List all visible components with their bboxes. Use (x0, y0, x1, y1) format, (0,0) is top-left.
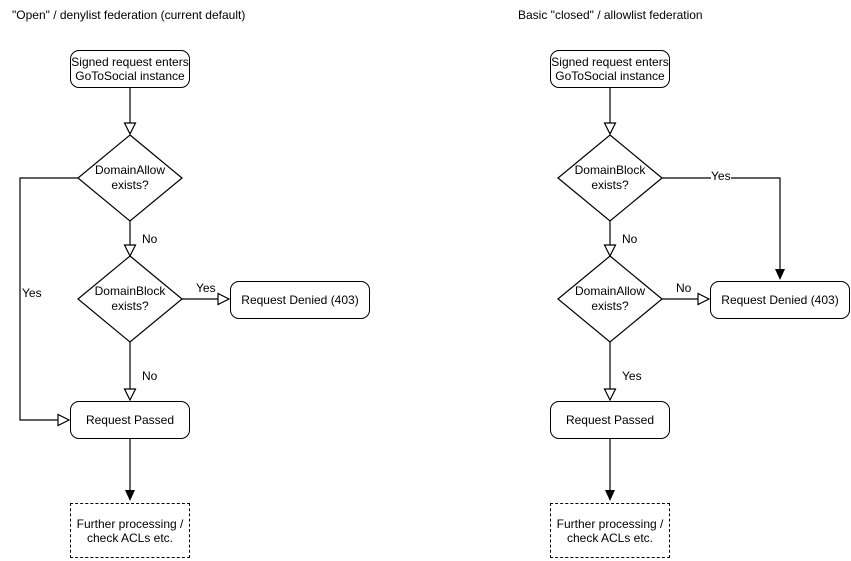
arrowhead-open-left-yes-into-passed (57, 413, 71, 427)
arrowhead-filled-left-into-further (125, 490, 135, 501)
left-chart-title: "Open" / denylist federation (current de… (12, 8, 246, 22)
arrowhead-filled-right-yes-into-denied (775, 269, 785, 280)
left-passed-label: Request Passed (85, 413, 175, 427)
right-further-node: Further processing / check ACLs etc. (550, 503, 670, 558)
arrowhead-open-right-into-decision2 (603, 244, 617, 258)
left-edge-label-decision1-yes: Yes (22, 286, 42, 300)
right-further-line2: check ACLs etc. (566, 530, 654, 545)
left-edge-label-decision2-no: No (142, 369, 158, 383)
arrowhead-filled-right-into-further (605, 490, 615, 501)
left-further-line1: Further processing / (76, 516, 184, 531)
right-passed-label: Request Passed (565, 413, 655, 427)
right-edge-label-decision2-yes: Yes (622, 369, 642, 383)
left-denied-node: Request Denied (403) (230, 281, 370, 319)
left-decision1-diamond (77, 134, 183, 222)
edge-right-decision1-yes-branch (662, 177, 781, 270)
left-passed-node: Request Passed (70, 401, 190, 439)
left-edge-label-decision1-no: No (142, 232, 158, 246)
arrowhead-open-left-into-passed (123, 388, 137, 402)
arrowhead-open-left-into-decision1 (123, 122, 137, 136)
arrowhead-open-right-into-passed (603, 388, 617, 402)
left-start-line2: GoToSocial instance (75, 69, 185, 83)
arrowhead-open-left-into-denied (217, 292, 231, 306)
right-further-line1: Further processing / (556, 516, 664, 531)
left-further-line2: check ACLs etc. (86, 530, 174, 545)
left-start-line1: Signed request enters (71, 55, 189, 69)
left-further-node: Further processing / check ACLs etc. (70, 503, 190, 558)
right-decision2-diamond (557, 255, 663, 343)
right-start-line1: Signed request enters (551, 55, 669, 69)
left-edge-label-decision2-yes: Yes (196, 281, 216, 295)
right-edge-label-decision2-no: No (676, 281, 692, 295)
left-denied-label: Request Denied (403) (241, 293, 359, 307)
arrowhead-open-right-into-decision1 (603, 122, 617, 136)
arrowhead-open-left-into-decision2 (123, 244, 137, 258)
right-decision1-diamond (557, 134, 663, 222)
left-start-node: Signed request enters GoToSocial instanc… (70, 50, 190, 88)
right-edge-label-decision1-no: No (622, 232, 638, 246)
right-denied-label: Request Denied (403) (721, 293, 839, 307)
edge-left-decision1-yes-branch (19, 177, 78, 421)
arrowhead-open-right-into-denied (697, 292, 711, 306)
right-chart-title: Basic "closed" / allowlist federation (518, 8, 703, 22)
right-denied-node: Request Denied (403) (710, 281, 850, 319)
left-decision2-diamond (77, 255, 183, 343)
right-start-node: Signed request enters GoToSocial instanc… (550, 50, 670, 88)
right-start-line2: GoToSocial instance (555, 69, 665, 83)
right-passed-node: Request Passed (550, 401, 670, 439)
right-edge-label-decision1-yes: Yes (711, 169, 731, 183)
